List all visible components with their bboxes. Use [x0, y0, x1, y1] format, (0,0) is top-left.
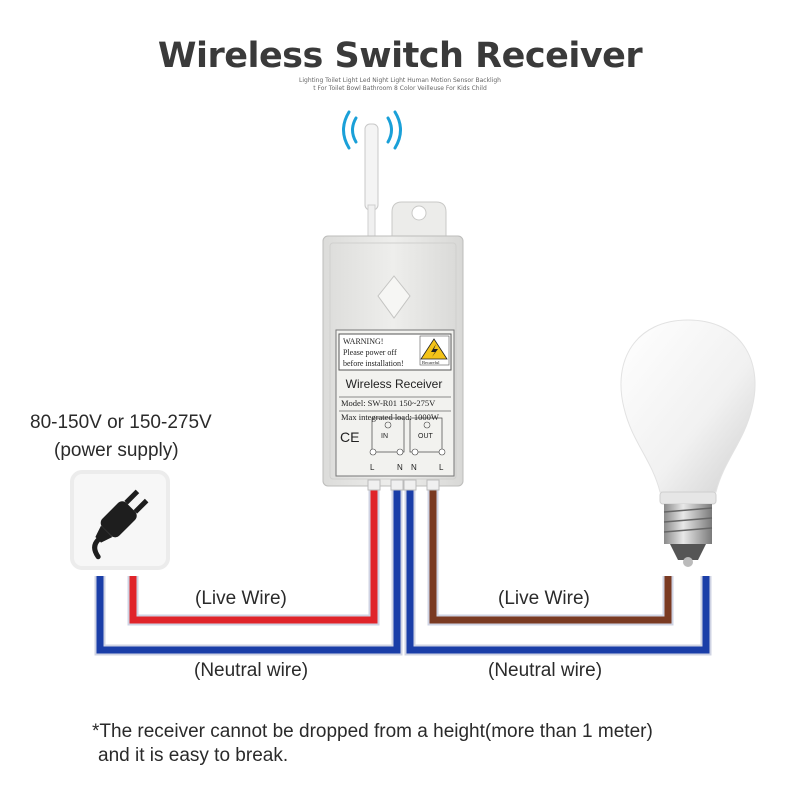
note-line-1: *The receiver cannot be dropped from a h… [92, 721, 653, 742]
receiver-name: Wireless Receiver [346, 377, 443, 391]
left-neutral-wire [96, 488, 401, 654]
receiver-model: Model: SW-R01 150~275V [341, 398, 436, 408]
warning-note: *The receiver cannot be dropped from a h… [92, 720, 653, 768]
power-supply-caption: (power supply) [54, 440, 179, 461]
right-live-wire-label: (Live Wire) [498, 588, 590, 609]
antenna [364, 123, 379, 246]
left-live-wire [129, 488, 378, 624]
power-plug-icon [70, 470, 170, 570]
warning-line-1: WARNING! [343, 337, 383, 346]
terminal-n-in: N [397, 463, 403, 472]
right-live-wire [429, 488, 672, 624]
note-line-2: and it is easy to break. [98, 745, 289, 766]
receiver-box: WARNING! Please power off before install… [322, 201, 464, 491]
terminal-l-out: L [439, 463, 444, 472]
warning-line-3: before installation! [343, 359, 404, 368]
left-live-wire-label: (Live Wire) [195, 588, 287, 609]
subtitle-line-2: t For Toilet Bowl Bathroom 8 Color Veill… [313, 85, 487, 92]
terminal-n-out: N [411, 463, 417, 472]
power-supply-voltage: 80-150V or 150-275V [30, 412, 212, 433]
right-neutral-wire-label: (Neutral wire) [488, 660, 603, 681]
left-neutral-wire-label: (Neutral wire) [194, 660, 309, 681]
warning-line-2: Please power off [343, 348, 397, 357]
out-label: OUT [418, 433, 434, 440]
in-label: IN [381, 433, 388, 440]
ce-mark: CE [340, 429, 359, 445]
light-bulb-icon [620, 319, 756, 567]
receiver-max-load: Max integrated load: 1000W [341, 412, 439, 422]
terminal-l-in: L [370, 463, 375, 472]
subtitle-line-1: Lighting Toilet Light Led Night Light Hu… [299, 77, 501, 84]
right-neutral-wire [406, 488, 710, 654]
wires [94, 488, 712, 656]
page-title: Wireless Switch Receiver [157, 36, 643, 76]
warning-brand: Becareful [422, 360, 440, 365]
warning-triangle-icon [419, 335, 450, 366]
wifi-signal-icon [342, 110, 402, 150]
